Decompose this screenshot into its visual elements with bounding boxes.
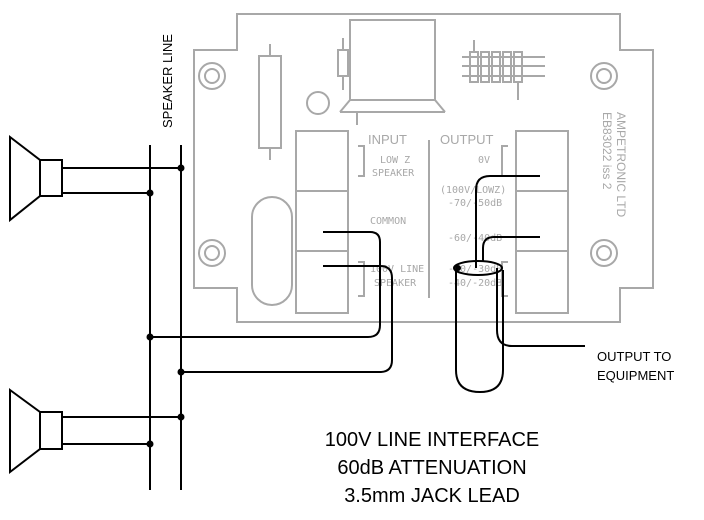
output-label-line-2: EQUIPMENT [597, 368, 674, 383]
output-label-100v-lowz: (100V/LOWZ) [440, 185, 506, 196]
input-cable [150, 231, 393, 373]
output-header: OUTPUT [440, 132, 494, 147]
speaker-icon-top [9, 134, 181, 223]
mounting-hole-bottom-left [198, 239, 226, 267]
mounting-hole-top-right [590, 62, 618, 90]
caption-line-1: 100V LINE INTERFACE [325, 429, 540, 451]
mounting-hole-bottom-right [590, 239, 618, 267]
resistor-array-component [462, 40, 545, 100]
resistor-component-large [258, 44, 282, 160]
junction-dot [177, 413, 185, 421]
oval-component [251, 196, 293, 306]
output-label-50-30db: -50/-30dB [448, 264, 502, 275]
transformer-component [339, 19, 446, 125]
output-label-40-20db: -40/-20dB [448, 278, 502, 289]
capacitor-component [306, 91, 330, 115]
board-maker-label: AMPETRONIC LTD [614, 112, 628, 217]
resistor-component-small [337, 38, 349, 90]
mounting-hole-top-left [198, 62, 226, 90]
input-label-speaker-2: SPEAKER [374, 278, 417, 289]
speaker-line-bus [149, 145, 182, 490]
output-jack-lead [453, 175, 585, 394]
output-terminal-block [501, 130, 569, 314]
pcb-outline [193, 13, 654, 323]
output-label-line-1: OUTPUT TO [597, 349, 671, 364]
input-terminal-block [295, 130, 365, 314]
pcb-board: INPUT OUTPUT LOW Z SPEAKER COMMON 100V L… [193, 13, 654, 323]
caption-line-2: 60dB ATTENUATION [337, 457, 526, 479]
speaker-line-label: SPEAKER LINE [160, 34, 175, 128]
junction-dot [146, 189, 154, 197]
junction-dot [146, 440, 154, 448]
output-label-0v: 0V [478, 155, 490, 166]
speaker-icon-bottom [9, 388, 181, 475]
input-label-speaker-1: SPEAKER [372, 168, 415, 179]
junction-dot [146, 333, 154, 341]
junction-dot [177, 368, 185, 376]
input-label-common: COMMON [370, 216, 406, 227]
input-header: INPUT [368, 132, 407, 147]
input-label-low-z: LOW Z [380, 155, 410, 166]
caption-line-3: 3.5mm JACK LEAD [344, 485, 520, 507]
junction-dot [455, 265, 461, 271]
junction-dot [177, 164, 185, 172]
board-part-number-label: EB83022 iss 2 [600, 112, 614, 190]
input-label-100v-line: 100V LINE [370, 264, 424, 275]
